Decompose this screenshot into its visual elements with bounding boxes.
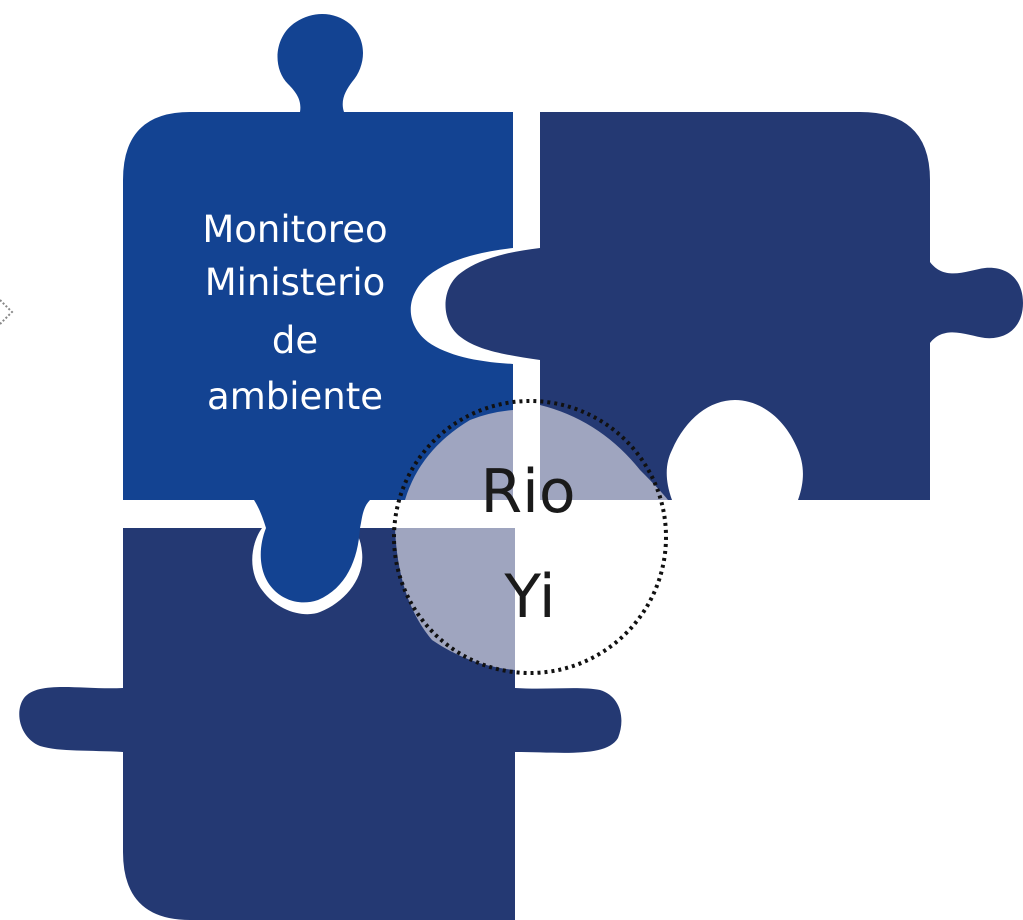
center-text: Rio Yi (480, 457, 575, 632)
piece-label-line-3: de (272, 319, 318, 362)
puzzle-piece-top-left (123, 13, 513, 603)
edge-marker-icon (0, 299, 14, 325)
puzzle-piece-top-right (445, 112, 1023, 500)
piece-label-line-1: Monitoreo (202, 208, 387, 251)
center-overlay (395, 405, 668, 670)
piece-label-line-2: Ministerio (205, 261, 386, 304)
center-label-line-1: Rio (480, 457, 575, 527)
top-left-piece-text: Monitoreo Ministerio de ambiente (202, 208, 387, 418)
center-circle (392, 399, 668, 675)
piece-label-line-4: ambiente (207, 375, 383, 418)
center-label-line-2: Yi (503, 562, 555, 632)
